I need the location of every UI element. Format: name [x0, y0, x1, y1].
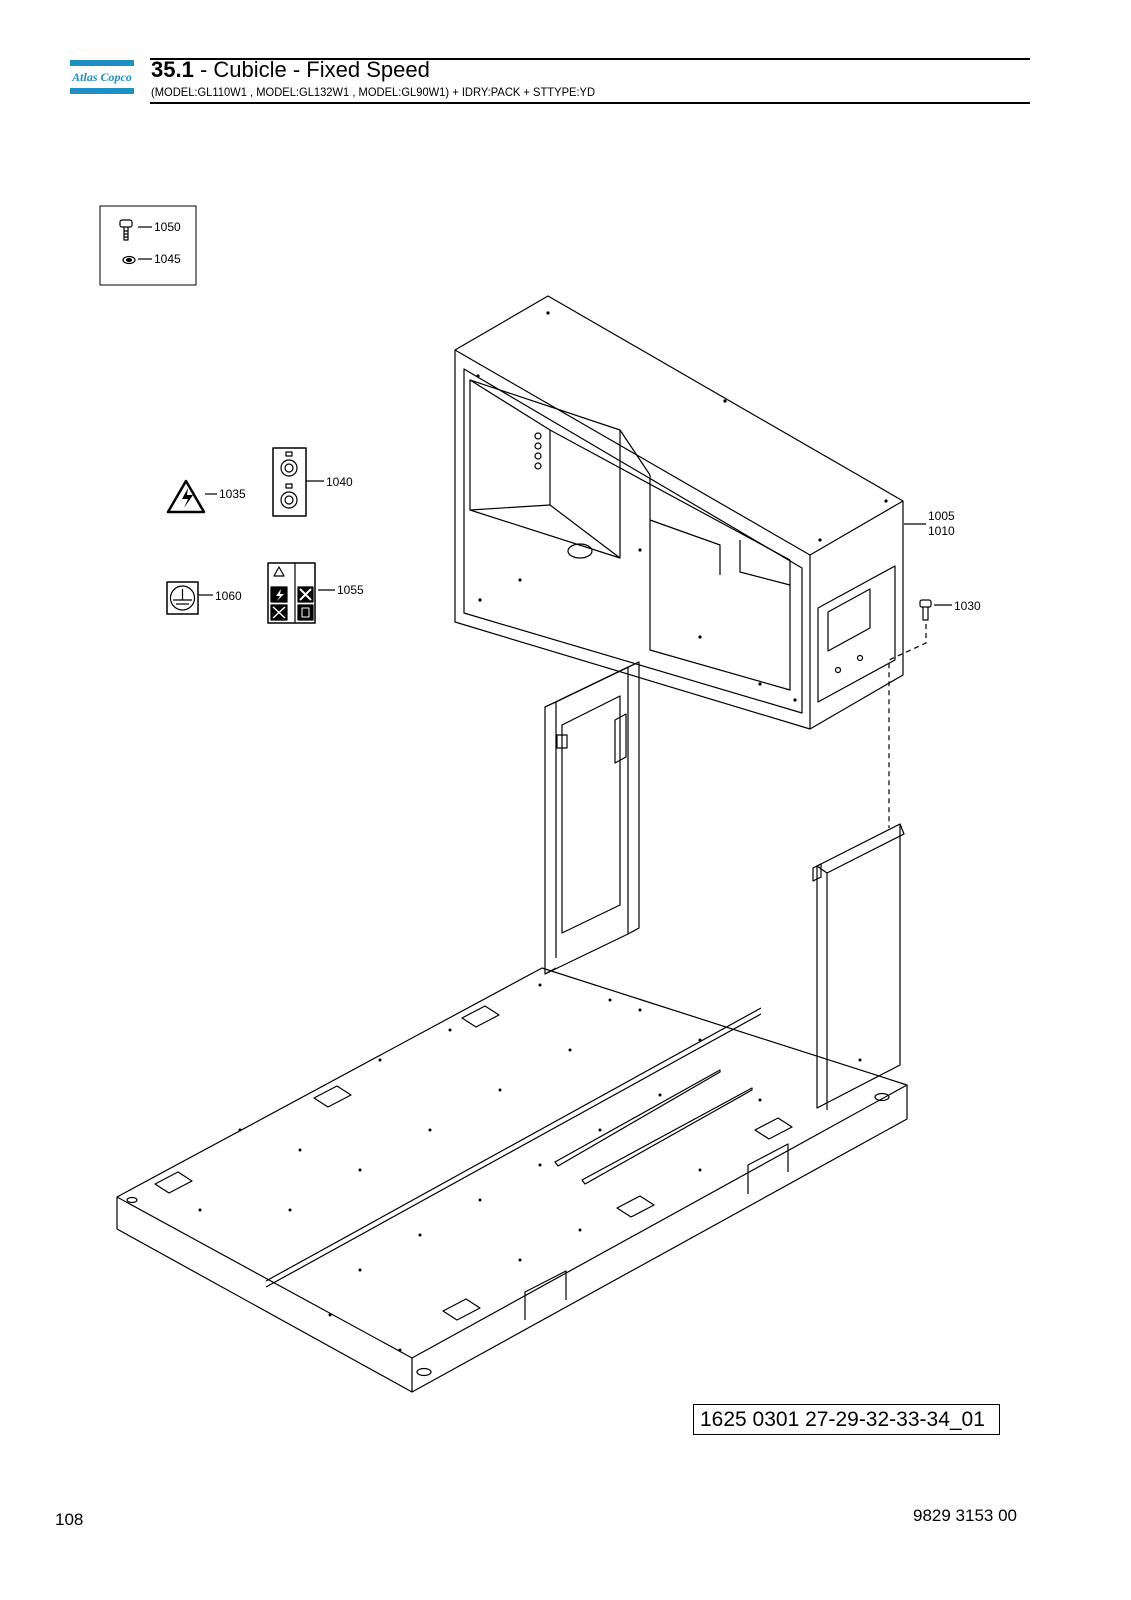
callout-1030: 1030: [954, 599, 981, 613]
bolt-icon: [919, 599, 932, 621]
callout-1045: 1045: [154, 252, 181, 266]
header-top-rule: [150, 58, 1030, 60]
high-voltage-warning-icon: [166, 479, 206, 514]
callout-1055: 1055: [337, 583, 364, 597]
callout-1050: 1050: [154, 220, 181, 234]
callout-1060: 1060: [215, 589, 242, 603]
base-frame: [116, 967, 908, 1393]
label-icon: [272, 447, 307, 517]
callout-1035: 1035: [219, 487, 246, 501]
right-side-post: [812, 823, 905, 1110]
washer-icon: [122, 255, 136, 265]
fastener-detail-box: 1050 1045: [99, 205, 197, 286]
logo-text: Atlas Copco: [71, 70, 132, 84]
page-title: 35.1 - Cubicle - Fixed Speed: [151, 58, 430, 82]
callout-1040: 1040: [326, 475, 353, 489]
left-side-post: [544, 661, 640, 975]
drawing-reference-number: 1625 0301 27-29-32-33-34_01: [693, 1404, 1000, 1435]
page-number: 108: [55, 1510, 84, 1529]
bolt-icon: [119, 219, 133, 241]
callout-1010: 1010: [928, 524, 955, 538]
safety-instructions-label-icon: [267, 562, 316, 624]
callout-1005: 1005: [928, 509, 955, 523]
document-number: 9829 3153 00: [913, 1506, 1017, 1525]
atlas-copco-logo: Atlas Copco: [70, 60, 134, 94]
section-number: 35.1: [151, 57, 194, 82]
model-subtitle: (MODEL:GL110W1 , MODEL:GL132W1 , MODEL:G…: [151, 85, 596, 99]
header-bottom-rule: [150, 102, 1030, 104]
cubicle-enclosure: [454, 295, 904, 730]
section-title: - Cubicle - Fixed Speed: [193, 57, 430, 82]
earth-ground-icon: [166, 581, 199, 615]
